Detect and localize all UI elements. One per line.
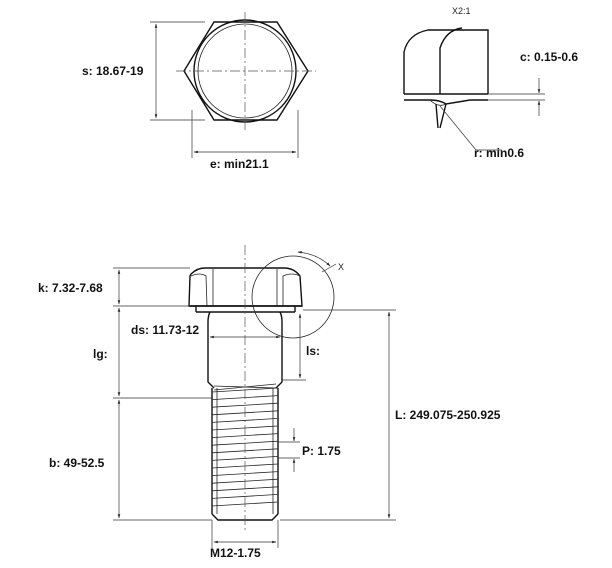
lg-label: lg: (93, 347, 108, 361)
b-dimension (113, 399, 212, 521)
M-dimension (211, 520, 279, 548)
lg-dimension (113, 307, 212, 399)
c-label: c: 0.15-0.6 (520, 50, 578, 64)
detail-view-x: X2:1 (403, 6, 545, 151)
detail-fillet (435, 103, 447, 129)
ds-label: ds: 11.73-12 (131, 323, 199, 337)
M-label: M12-1.75 (210, 546, 261, 560)
detail-chamfer-edge (439, 27, 463, 94)
bolt-side-view: X (188, 245, 344, 530)
s-dimension (150, 21, 205, 121)
shank-right (275, 311, 283, 389)
detail-scale-label: X2:1 (452, 6, 471, 16)
L-label: L: 249.075-250.925 (395, 408, 501, 422)
b-label: b: 49-52.5 (49, 456, 105, 470)
shank-left (207, 311, 215, 389)
detail-circle (251, 255, 335, 339)
e-dimension (191, 110, 299, 158)
ls-dimension (282, 313, 306, 381)
thread-crest-line (211, 471, 279, 476)
thread-crest-line (211, 494, 279, 499)
bolt-head (188, 267, 303, 307)
L-dimension (280, 309, 396, 521)
e-label: e: min21.1 (210, 157, 269, 171)
thread-crest-line (211, 402, 279, 408)
s-label: s: 18.67-19 (82, 64, 144, 78)
detail-radius (429, 99, 447, 106)
thread-crest-line (211, 456, 279, 461)
detail-marker-label: X (338, 262, 344, 272)
ls-label: ls: (306, 344, 320, 358)
k-dimension (113, 267, 190, 307)
P-dimension (278, 428, 300, 472)
thread-crest-line (211, 433, 279, 438)
k-label: k: 7.32-7.68 (38, 281, 103, 295)
r-label: r: min0.6 (474, 146, 524, 160)
P-label: P: 1.75 (302, 444, 341, 458)
detail-washer-face (404, 99, 488, 105)
hex-top-view (176, 12, 316, 130)
detail-head-outline (403, 29, 489, 94)
